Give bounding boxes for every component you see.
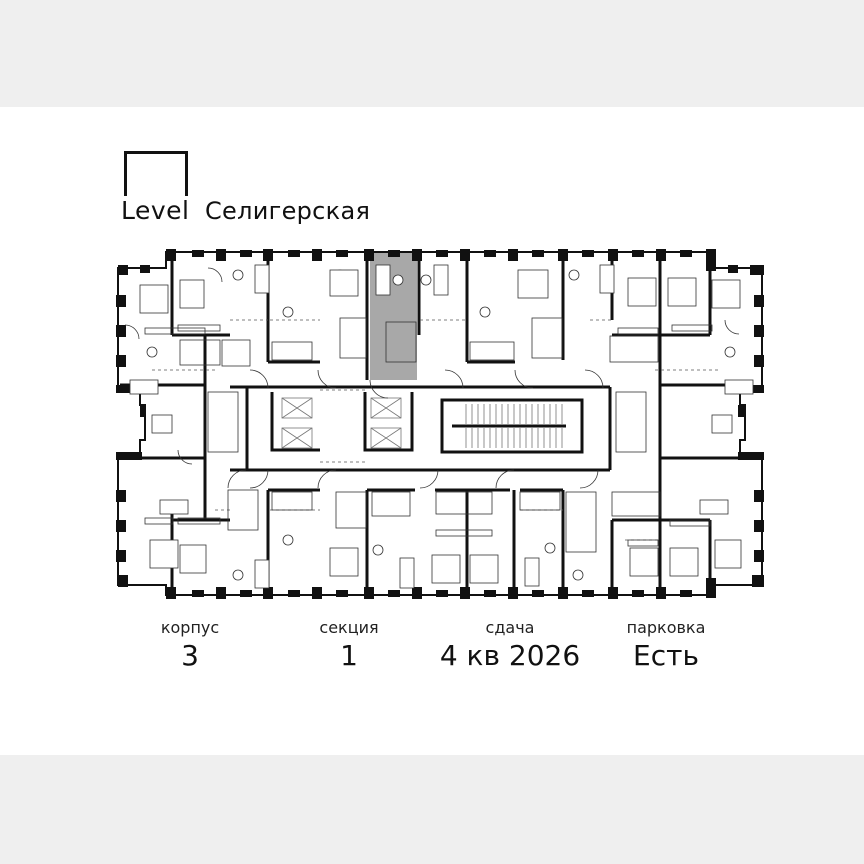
info-label: сдача xyxy=(485,618,535,637)
project-name: Селигерская xyxy=(205,197,371,225)
info-building: корпус 3 xyxy=(135,618,245,674)
floor-plan xyxy=(116,249,764,599)
logo-square-icon xyxy=(124,151,188,217)
info-parking: парковка Есть xyxy=(606,618,726,674)
info-value: Есть xyxy=(633,639,699,672)
info-section: секция 1 xyxy=(294,618,404,674)
logo-word: Level xyxy=(121,196,192,226)
info-label: парковка xyxy=(626,618,706,637)
info-delivery: сдача 4 кв 2026 xyxy=(415,618,605,674)
info-value: 3 xyxy=(181,639,199,672)
info-label: секция xyxy=(319,618,379,637)
info-value: 4 кв 2026 xyxy=(439,639,581,672)
info-label: корпус xyxy=(160,618,220,637)
info-value: 1 xyxy=(340,639,358,672)
